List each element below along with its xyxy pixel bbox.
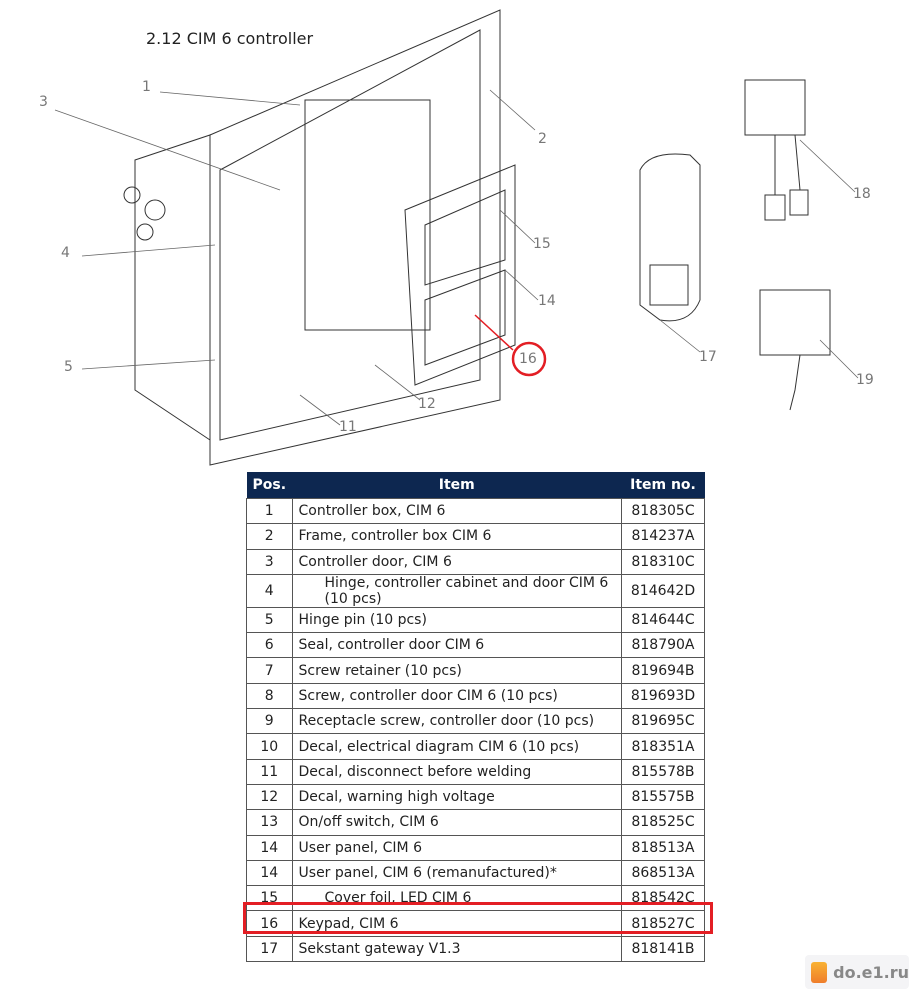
- callout-5: 5: [64, 359, 73, 375]
- callout-3: 3: [39, 94, 48, 110]
- cell-item: Decal, warning high voltage: [291, 783, 623, 811]
- cell-item: User panel, CIM 6 (remanufactured)*: [291, 859, 623, 887]
- cell-item: Hinge, controller cabinet and door CIM 6…: [291, 573, 623, 608]
- cell-no: 818790A: [621, 632, 705, 659]
- cell-no: 868513A: [621, 859, 705, 887]
- cell-no: 819695C: [621, 708, 705, 735]
- watermark: do.e1.ru: [805, 955, 909, 989]
- cell-no: 814237A: [621, 523, 705, 550]
- watermark-text: do.e1.ru: [833, 962, 909, 982]
- cell-pos: 3: [246, 548, 293, 575]
- cell-pos: 11: [246, 758, 293, 785]
- cell-item: Controller box, CIM 6: [291, 497, 623, 525]
- cell-item: User panel, CIM 6: [291, 834, 623, 861]
- callout-12: 12: [418, 396, 436, 412]
- cell-no: 815578B: [621, 758, 705, 785]
- callout-11: 11: [339, 419, 357, 435]
- highlight-circle: [511, 341, 547, 377]
- callout-17: 17: [699, 349, 717, 365]
- cell-item: Screw, controller door CIM 6 (10 pcs): [291, 682, 623, 710]
- cell-no: 818351A: [621, 733, 705, 760]
- callout-19: 19: [856, 372, 874, 388]
- cell-pos: 2: [246, 523, 293, 550]
- highlight-box: [243, 902, 713, 934]
- cell-pos: 17: [246, 935, 293, 963]
- controller-box: [123, 9, 501, 466]
- cell-pos: 8: [246, 682, 293, 710]
- cell-no: 814644C: [621, 606, 705, 634]
- cell-no: 818305C: [621, 497, 705, 525]
- gateway: [639, 153, 701, 322]
- cable-18: [744, 79, 809, 221]
- cell-no: 818310C: [621, 548, 705, 575]
- callout-15: 15: [533, 236, 551, 252]
- exploded-view-drawing: [54, 9, 859, 466]
- cell-item: Decal, electrical diagram CIM 6 (10 pcs): [291, 733, 623, 760]
- user-panel: [404, 164, 516, 386]
- header-item-no: Item no.: [621, 472, 705, 499]
- callout-2: 2: [538, 131, 547, 147]
- cell-no: 819693D: [621, 682, 705, 710]
- callout-18: 18: [853, 186, 871, 202]
- cell-item: Sekstant gateway V1.3: [291, 935, 623, 963]
- cell-item: Seal, controller door CIM 6: [291, 632, 623, 659]
- cell-pos: 6: [246, 632, 293, 659]
- cell-item: On/off switch, CIM 6: [291, 809, 623, 836]
- cell-item: Hinge pin (10 pcs): [291, 606, 623, 634]
- cell-pos: 4: [246, 573, 293, 608]
- cell-no: 819694B: [621, 657, 705, 684]
- cell-no: 818141B: [621, 935, 705, 963]
- cell-item: Cover foil, LED CIM 6: [291, 885, 623, 912]
- header-item: Item: [292, 472, 622, 499]
- section-title: 2.12 CIM 6 controller: [146, 29, 314, 48]
- cell-pos: 1: [246, 497, 293, 525]
- callout-lines: [54, 89, 859, 426]
- cell-pos: 5: [246, 606, 293, 634]
- cell-pos: 10: [246, 733, 293, 760]
- cell-pos: 9: [246, 708, 293, 735]
- callout-16: 16: [519, 351, 537, 367]
- cell-no: 814642D: [621, 573, 705, 608]
- cell-no: 818513A: [621, 834, 705, 861]
- cell-item: Controller door, CIM 6: [291, 548, 623, 575]
- cell-item: Receptacle screw, controller door (10 pc…: [291, 708, 623, 735]
- cell-no: 818525C: [621, 809, 705, 836]
- cell-pos: 14: [246, 859, 293, 887]
- cell-no: 815575B: [621, 783, 705, 811]
- cell-item: Screw retainer (10 pcs): [291, 657, 623, 684]
- cable-19: [759, 289, 831, 411]
- callout-14: 14: [538, 293, 556, 309]
- cell-pos: 13: [246, 809, 293, 836]
- cell-item: Decal, disconnect before welding: [291, 758, 623, 785]
- site-logo-icon: [811, 961, 828, 983]
- cell-item: Frame, controller box CIM 6: [291, 523, 623, 550]
- cell-pos: 12: [246, 783, 293, 811]
- header-pos: Pos.: [246, 472, 293, 499]
- cell-pos: 14: [246, 834, 293, 861]
- cell-pos: 7: [246, 657, 293, 684]
- callout-4: 4: [61, 245, 70, 261]
- callout-1: 1: [142, 79, 151, 95]
